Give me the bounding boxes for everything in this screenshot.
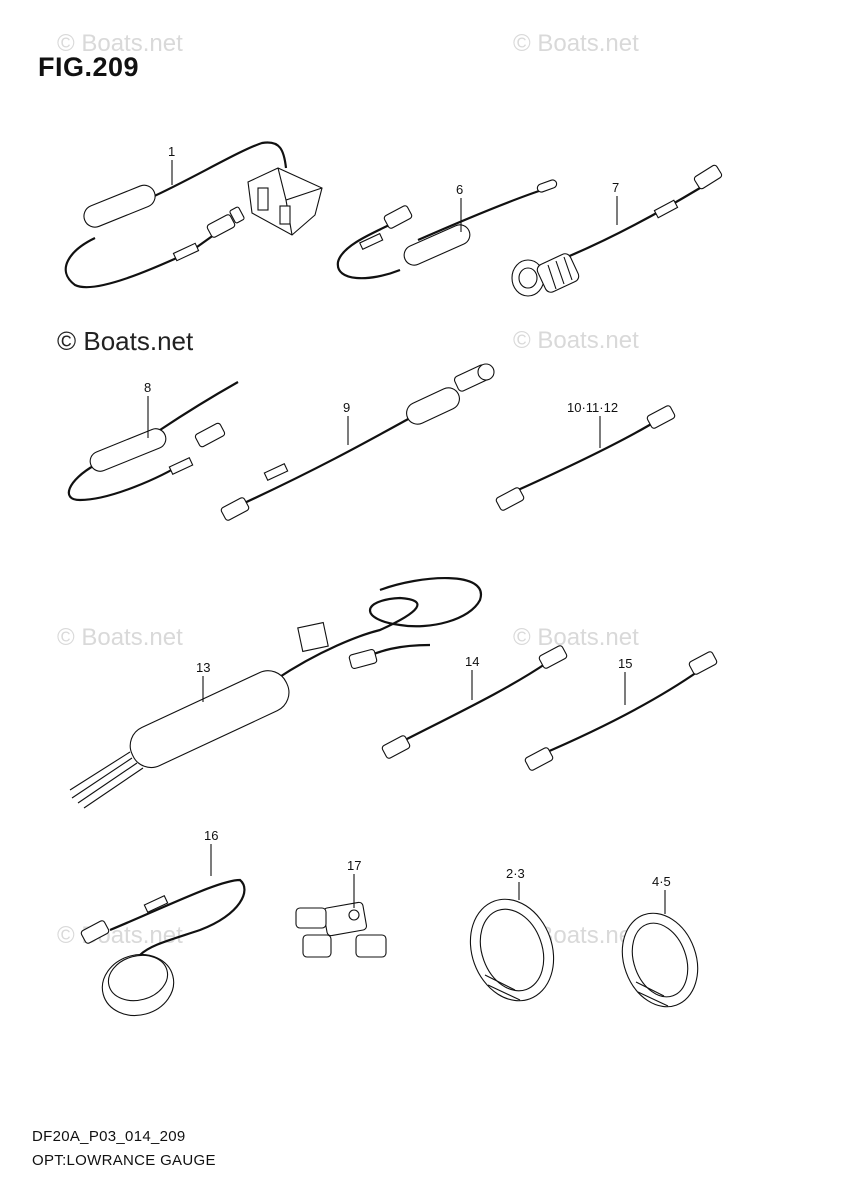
callout-13: 13 (196, 660, 210, 675)
part-14-cable[interactable] (381, 645, 568, 760)
part-1-transducer-cable[interactable] (64, 141, 323, 289)
callout-16: 16 (204, 828, 218, 843)
part-10-11-12-extension-cable[interactable] (495, 405, 676, 512)
callout-14: 14 (465, 654, 479, 669)
watermark: © Boats.net (57, 624, 183, 651)
watermark: © Boats.net (513, 624, 639, 651)
part-16-transducer[interactable] (80, 878, 246, 1023)
part-9-sensor-cable[interactable] (220, 363, 495, 522)
callout-10-11-12: 10·11·12 (567, 400, 618, 415)
callout-6: 6 (456, 182, 463, 197)
part-15-cable[interactable] (524, 651, 718, 772)
watermark: © Boats.net (57, 30, 183, 57)
callout-17: 17 (347, 858, 361, 873)
callout-15: 15 (618, 656, 632, 671)
part-8-cable[interactable] (67, 381, 239, 502)
callout-4-5: 4·5 (652, 874, 671, 889)
leader-lines (147, 160, 666, 914)
copyright-mark: © Boats.net (57, 326, 194, 356)
part-6-cable[interactable] (336, 179, 558, 280)
callout-2-3: 2·3 (506, 866, 525, 881)
callout-9: 9 (343, 400, 350, 415)
callout-8: 8 (144, 380, 151, 395)
figure-title: FIG.209 (38, 52, 140, 82)
part-2-3-bezel-ring[interactable] (457, 887, 568, 1012)
part-17-t-connector[interactable] (295, 901, 387, 958)
diagram-code: DF20A_P03_014_209 (32, 1128, 186, 1145)
diagram-caption: OPT:LOWRANCE GAUGE (32, 1152, 216, 1169)
part-7-thru-hull-cable[interactable] (511, 164, 723, 297)
callout-7: 7 (612, 180, 619, 195)
part-4-5-bezel-ring[interactable] (610, 903, 710, 1018)
callout-1: 1 (168, 144, 175, 159)
watermark: © Boats.net (513, 327, 639, 354)
part-13-harness[interactable] (69, 576, 483, 809)
watermark: © Boats.net (513, 30, 639, 57)
